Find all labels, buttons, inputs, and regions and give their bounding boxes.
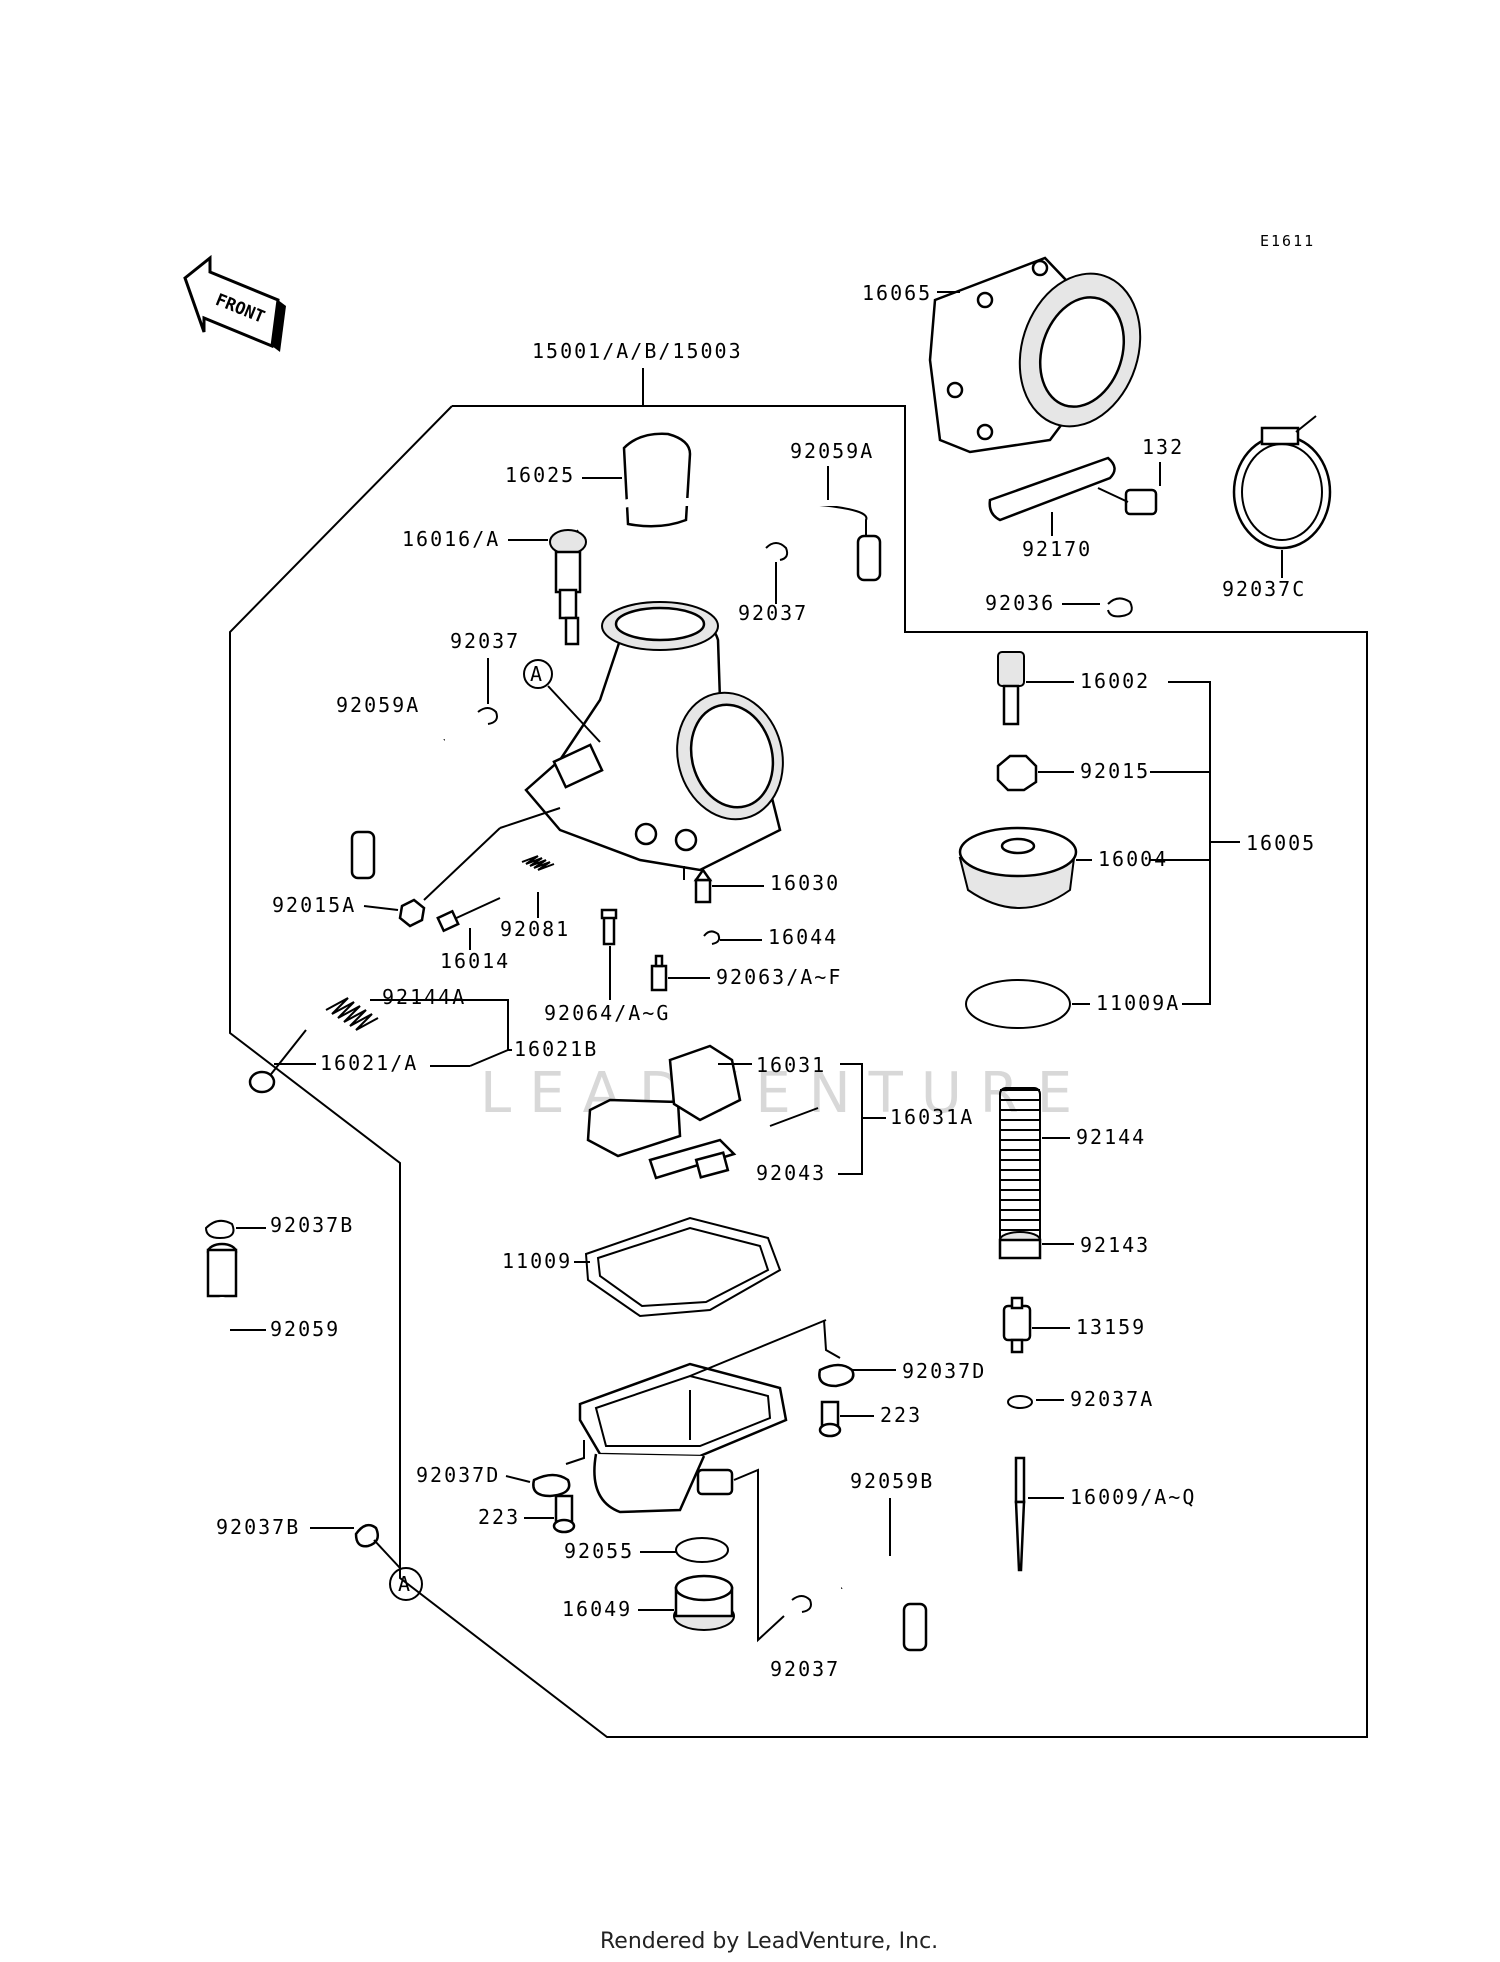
- spring-92081: [521, 855, 555, 871]
- label-92036: 92036: [985, 591, 1055, 615]
- oring-92055: [675, 1537, 729, 1563]
- label-92015: 92015: [1080, 759, 1150, 783]
- label-16009: 16009/A~Q: [1070, 1485, 1196, 1509]
- screw-16021: [248, 1029, 307, 1094]
- label-92144: 92144: [1076, 1125, 1146, 1149]
- clip-92037-top: [765, 542, 789, 561]
- clamp-92037C: [1232, 415, 1332, 550]
- spring-92144A: [325, 997, 379, 1031]
- label-16031: 16031: [756, 1053, 826, 1077]
- label-16065: 16065: [862, 281, 932, 305]
- oring-11009A: [965, 979, 1071, 1029]
- label-92015A: 92015A: [272, 893, 356, 917]
- intake-manifold: [928, 256, 1142, 454]
- label-assembly: 15001/A/B/15003: [532, 339, 743, 363]
- callout-a-top: [523, 659, 553, 689]
- screw-223-right: [818, 1400, 842, 1438]
- screw-16014: [436, 897, 501, 933]
- label-92170: 92170: [1022, 537, 1092, 561]
- oring-92037A: [1007, 1395, 1033, 1409]
- label-92059A-left: 92059A: [336, 693, 420, 717]
- nut-92015A: [398, 898, 426, 928]
- label-16021A: 16021/A: [320, 1051, 418, 1075]
- label-223-left: 223: [478, 1505, 520, 1529]
- label-16005: 16005: [1246, 831, 1316, 855]
- label-92059B: 92059B: [850, 1469, 934, 1493]
- label-92059A-top: 92059A: [790, 439, 874, 463]
- label-92037A: 92037A: [1070, 1387, 1154, 1411]
- watermark: LEADVENTURE: [480, 1061, 1090, 1126]
- callout-a-bottom: [389, 1567, 423, 1601]
- label-16044: 16044: [768, 925, 838, 949]
- front-arrow-icon: FRONT: [183, 254, 286, 352]
- clip-92037B-bottom: [354, 1523, 379, 1548]
- label-223-right: 223: [880, 1403, 922, 1427]
- bolt-132: [1097, 487, 1158, 516]
- holder-92143: [998, 1231, 1042, 1260]
- diagram-code: E1611: [1260, 232, 1315, 250]
- label-92037D-left: 92037D: [416, 1463, 500, 1487]
- clip-92037D-left: [532, 1473, 571, 1498]
- float-bowl: [578, 1362, 788, 1514]
- label-92037D-right: 92037D: [902, 1359, 986, 1383]
- nut-92015: [996, 754, 1038, 792]
- screw-16002: [997, 651, 1025, 726]
- callout-a-bottom-letter: A: [398, 1572, 412, 1596]
- label-92037-bottom: 92037: [770, 1657, 840, 1681]
- label-92037-top: 92037: [738, 601, 808, 625]
- label-16002: 16002: [1080, 669, 1150, 693]
- screw-223-left: [552, 1494, 576, 1534]
- cap-16004: [958, 826, 1078, 909]
- clip-92037-bottom: [791, 1595, 812, 1613]
- footer-credit: Rendered by LeadVenture, Inc.: [600, 1929, 938, 1954]
- label-16016A: 16016/A: [402, 527, 500, 551]
- label-92037B-bottom: 92037B: [216, 1515, 300, 1539]
- jet-92063: [650, 954, 668, 992]
- clip-16044: [703, 930, 721, 945]
- clip-92036: [1107, 597, 1133, 618]
- assembly-boundary: [229, 405, 1368, 1738]
- seat-13159: [1002, 1296, 1032, 1354]
- carburetor-body: [524, 601, 784, 880]
- label-16014: 16014: [440, 949, 510, 973]
- needle-16009: [1014, 1456, 1026, 1572]
- label-92144A: 92144A: [382, 985, 466, 1009]
- label-92043: 92043: [756, 1161, 826, 1185]
- label-16030: 16030: [770, 871, 840, 895]
- label-16049: 16049: [562, 1597, 632, 1621]
- label-92037B-top: 92037B: [270, 1213, 354, 1237]
- jet-16030: [693, 867, 713, 904]
- hose-92059: [204, 1219, 345, 1507]
- label-11009A: 11009A: [1096, 991, 1180, 1015]
- label-92063: 92063/A~F: [716, 965, 842, 989]
- throttle-slide: [622, 432, 692, 528]
- plate-92170: [988, 456, 1116, 522]
- label-92081: 92081: [500, 917, 570, 941]
- label-16021B: 16021B: [514, 1037, 598, 1061]
- gasket-11009: [584, 1216, 782, 1318]
- label-92037-left: 92037: [450, 629, 520, 653]
- label-92064: 92064/A~G: [544, 1001, 670, 1025]
- label-13159: 13159: [1076, 1315, 1146, 1339]
- pin-92043: [769, 1107, 819, 1127]
- plug-16049: [673, 1574, 735, 1631]
- label-92037C: 92037C: [1222, 577, 1306, 601]
- label-92143: 92143: [1080, 1233, 1150, 1257]
- jet-92064: [600, 908, 618, 946]
- label-11009: 11009: [502, 1249, 572, 1273]
- label-16031A: 16031A: [890, 1105, 974, 1129]
- clip-92037D-right: [818, 1363, 855, 1388]
- label-16025: 16025: [505, 463, 575, 487]
- callout-a-top-letter: A: [530, 662, 544, 686]
- label-92059: 92059: [270, 1317, 340, 1341]
- screw-16016: [549, 529, 587, 646]
- clip-92037-left: [477, 707, 498, 725]
- label-132: 132: [1142, 435, 1184, 459]
- label-92055: 92055: [564, 1539, 634, 1563]
